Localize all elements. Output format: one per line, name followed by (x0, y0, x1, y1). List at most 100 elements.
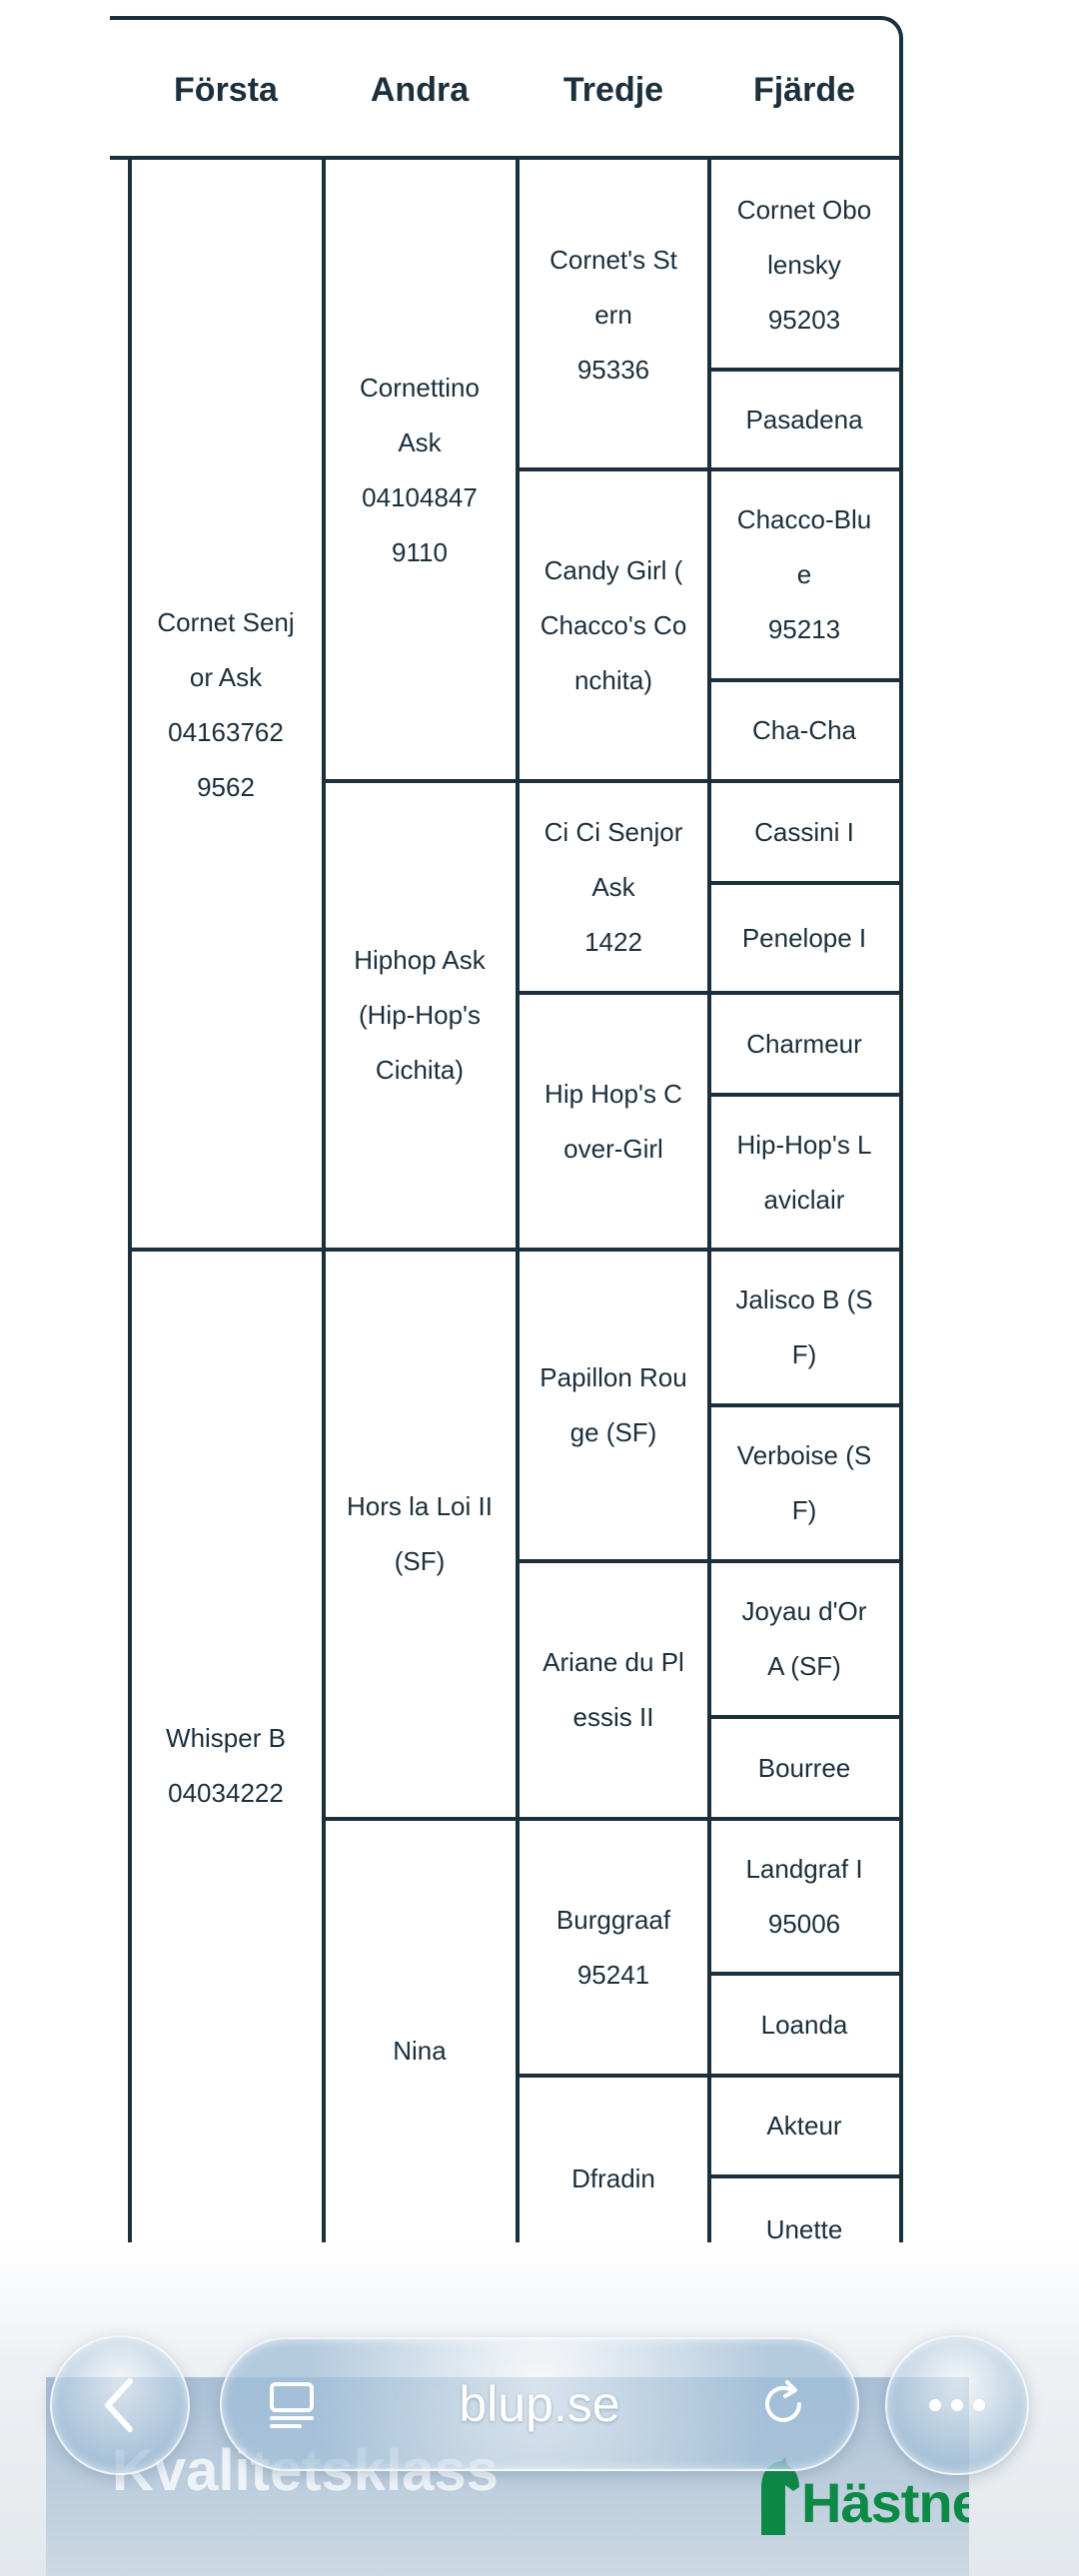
horse-name: Candy Girl ( Chacco's Co nchita) (540, 554, 687, 695)
pedigree-cell-fourth[interactable]: Hip-Hop's L aviclair (709, 1095, 899, 1250)
grid-line (707, 678, 899, 682)
horse-name: Hip Hop's C over-Girl (544, 1078, 682, 1164)
pedigree-cell-fourth[interactable]: Pasadena (709, 370, 899, 469)
pedigree-cell-fourth[interactable]: Penelope I (709, 883, 899, 993)
grid-line (128, 160, 132, 2274)
grid-line (707, 1248, 899, 1252)
grid-line (707, 368, 899, 372)
grid-line (707, 2074, 899, 2078)
pedigree-cell-fourth[interactable]: Joyau d'Or A (SF) (709, 1561, 899, 1717)
reload-icon[interactable] (753, 2374, 813, 2434)
horse-name: Joyau d'Or A (SF) (741, 1596, 867, 1681)
horse-name: Cornet Senj or Ask 04163762 9562 (157, 606, 295, 802)
grid-line (707, 1403, 899, 1407)
pedigree-cell-fourth[interactable]: Cha-Cha (709, 680, 899, 781)
grid-line (516, 1817, 711, 1821)
header-third: Tredje (562, 70, 664, 109)
horse-name: Cassini I (754, 816, 854, 847)
grid-line (516, 1559, 711, 1563)
brand-name: Hästnet (801, 2471, 969, 2534)
horse-name: Charmeur (746, 1028, 862, 1059)
horse-name: Bourree (757, 1752, 851, 1783)
pedigree-cell-first[interactable]: Whisper B 04034222 (130, 1250, 322, 2274)
grid-line (322, 779, 518, 783)
pedigree-cell-third[interactable]: Ci Ci Senjor Ask 1422 (518, 781, 709, 993)
grid-line (707, 1093, 899, 1097)
pedigree-cell-fourth[interactable]: Bourree (709, 1717, 899, 1819)
pedigree-cell-fourth[interactable]: Unette (709, 2176, 899, 2274)
pedigree-cell-third[interactable]: Dfradin (518, 2076, 709, 2274)
horse-name: Hip-Hop's L aviclair (736, 1129, 872, 1215)
horse-name: Jalisco B (S F) (735, 1285, 873, 1369)
grid-line (707, 1817, 899, 1821)
pedigree-cell-fourth[interactable]: Charmeur (709, 993, 899, 1095)
horse-name: Hors la Loi II (SF) (347, 1491, 493, 1576)
pedigree-cell-third[interactable]: Papillon Rou ge (SF) (518, 1250, 709, 1561)
horse-name: Akteur (766, 2111, 842, 2141)
pedigree-cell-second[interactable]: Hors la Loi II (SF) (324, 1250, 516, 1819)
horse-name: Burggraaf 95241 (555, 1904, 671, 1990)
brand-logo[interactable]: Hästnet (755, 2457, 969, 2535)
horse-name: Hiphop Ask (Hip-Hop's Cichita) (354, 945, 486, 1085)
grid-line (707, 881, 899, 885)
horse-name: Loanda (760, 2009, 848, 2040)
horse-name: Ariane du Pl essis II (542, 1647, 684, 1732)
grid-line (516, 467, 711, 471)
horse-name: Dfradin (571, 2163, 655, 2193)
horse-name: Papillon Rou ge (SF) (540, 1362, 687, 1447)
horse-name: Cornet's St ern 95336 (549, 244, 677, 385)
horse-head-icon (761, 2457, 799, 2535)
grid-line (707, 1715, 899, 1719)
grid-line (516, 2074, 711, 2078)
pedigree-cell-fourth[interactable]: Landgraf I 95006 (709, 1819, 899, 1974)
horse-name: Chacco-Blu e 95213 (736, 504, 872, 644)
address-bar[interactable]: blup.se (220, 2337, 859, 2471)
header-second: Andra (370, 70, 470, 109)
grid-line (707, 779, 899, 783)
horse-name: Cornet Obo lensky 95203 (736, 194, 872, 335)
pedigree-cell-second[interactable]: Nina (324, 1819, 516, 2274)
horse-name: Cornettino Ask 04104847 9110 (360, 373, 480, 567)
horse-name: Unette (765, 2213, 843, 2244)
back-button[interactable] (50, 2335, 190, 2475)
grid-line (707, 991, 899, 995)
pedigree-cell-fourth[interactable]: Cassini I (709, 781, 899, 883)
grid-line (707, 1559, 899, 1563)
horse-name: Ci Ci Senjor Ask 1422 (543, 816, 683, 957)
grid-line (128, 1248, 324, 1252)
pedigree-cell-second[interactable]: Hiphop Ask (Hip-Hop's Cichita) (324, 781, 516, 1250)
horse-name: Pasadena (745, 404, 863, 434)
grid-line (322, 1817, 518, 1821)
pedigree-table: Första Andra Tredje Fjärde Cornet Senj o… (110, 16, 903, 2278)
horse-name: Whisper B 04034222 (166, 1723, 286, 1808)
pedigree-cell-first[interactable]: Cornet Senj or Ask 04163762 9562 (130, 160, 322, 1250)
pedigree-cell-third[interactable]: Cornet's St ern 95336 (518, 160, 709, 469)
url-text[interactable]: blup.se (459, 2376, 620, 2432)
pedigree-cell-third[interactable]: Hip Hop's C over-Girl (518, 993, 709, 1250)
horse-name: Nina (393, 2035, 447, 2066)
horse-name: Cha-Cha (751, 715, 857, 745)
grid-line (707, 160, 711, 2274)
pedigree-cell-second[interactable]: Cornettino Ask 04104847 9110 (324, 160, 516, 781)
grid-line (707, 1972, 899, 1976)
pedigree-cell-fourth[interactable]: Jalisco B (S F) (709, 1250, 899, 1405)
chevron-left-icon (52, 2337, 188, 2473)
pedigree-cell-fourth[interactable]: Akteur (709, 2076, 899, 2176)
pedigree-cell-fourth[interactable]: Cornet Obo lensky 95203 (709, 160, 899, 370)
pedigree-cell-third[interactable]: Candy Girl ( Chacco's Co nchita) (518, 469, 709, 781)
grid-line (516, 991, 711, 995)
pedigree-cell-third[interactable]: Burggraaf 95241 (518, 1819, 709, 2076)
horse-name: Verboise (S F) (736, 1440, 872, 1525)
more-icon (887, 2337, 1027, 2473)
pedigree-cell-fourth[interactable]: Verboise (S F) (709, 1405, 899, 1561)
grid-line (322, 160, 326, 2274)
grid-line (516, 160, 520, 2274)
reader-mode-icon[interactable] (262, 2374, 322, 2434)
more-button[interactable] (885, 2335, 1029, 2475)
horse-name: Penelope I (741, 922, 867, 953)
header-first: Första (174, 70, 278, 109)
pedigree-cell-fourth[interactable]: Chacco-Blu e 95213 (709, 469, 899, 680)
grid-line (516, 1248, 711, 1252)
pedigree-cell-third[interactable]: Ariane du Pl essis II (518, 1561, 709, 1819)
pedigree-cell-fourth[interactable]: Loanda (709, 1974, 899, 2076)
